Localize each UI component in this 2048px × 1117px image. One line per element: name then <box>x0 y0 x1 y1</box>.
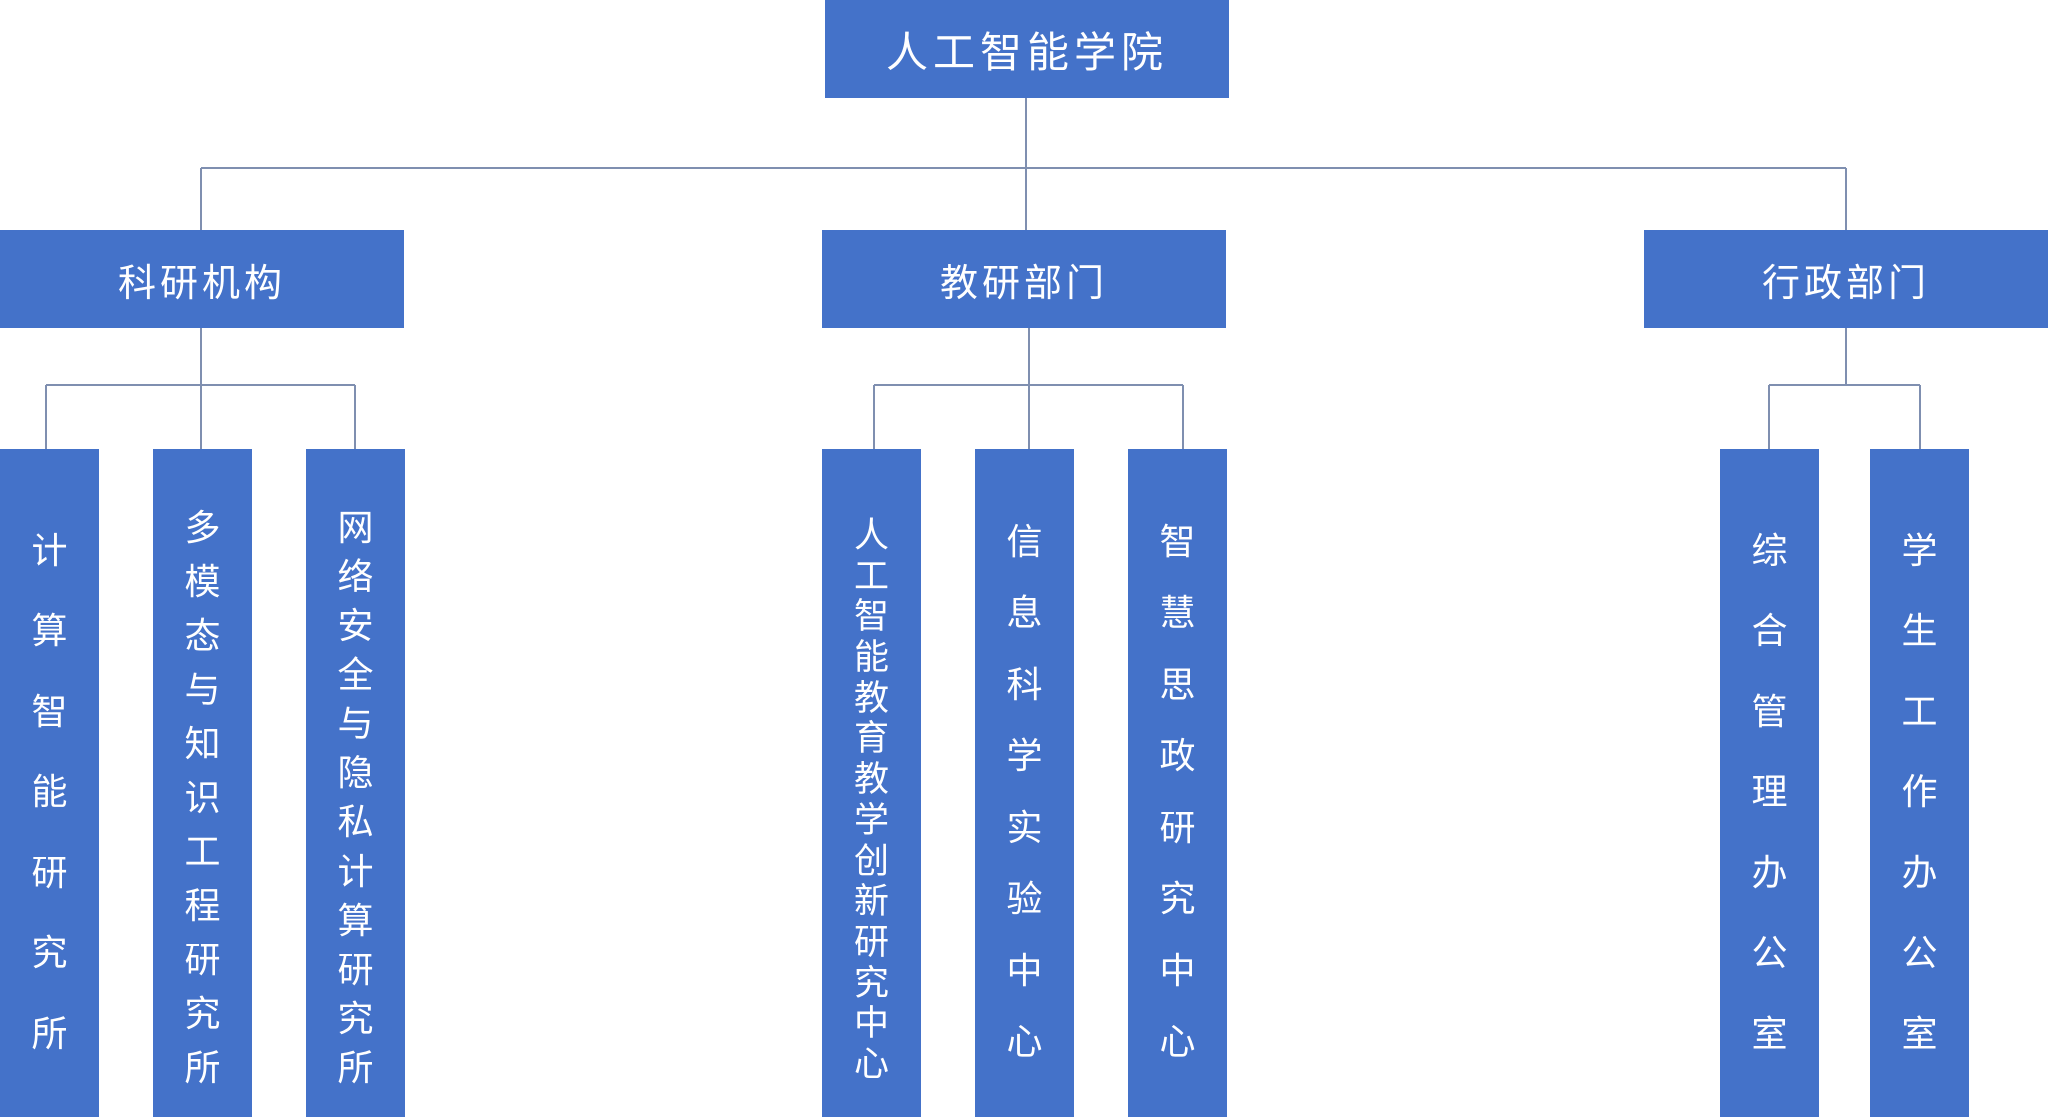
dept-node-teaching: 教研部门 <box>822 230 1226 328</box>
dept-node-research: 科研机构 <box>0 230 404 328</box>
leaf-node-computational-intelligence: 计算智能研究所 <box>0 449 99 1117</box>
leaf-node-info-science-lab: 信息科学实验中心 <box>975 449 1074 1117</box>
leaf-node-network-security: 网络安全与隐私计算研究所 <box>306 449 405 1117</box>
leaf-node-general-admin: 综合管理办公室 <box>1720 449 1819 1117</box>
dept-node-label: 教研部门 <box>939 260 1108 305</box>
dept-node-label: 科研机构 <box>117 260 286 305</box>
leaf-node-multimodal-knowledge: 多模态与知识工程研究所 <box>153 449 252 1117</box>
root-node: 人工智能学院 <box>825 0 1229 98</box>
leaf-node-student-affairs: 学生工作办公室 <box>1870 449 1969 1117</box>
root-node-label: 人工智能学院 <box>885 27 1168 77</box>
dept-node-admin: 行政部门 <box>1644 230 2048 328</box>
leaf-node-ideology-research: 智慧思政研究中心 <box>1128 449 1227 1117</box>
dept-node-label: 行政部门 <box>1761 260 1930 305</box>
leaf-node-ai-education: 人工智能教育教学创新研究中心 <box>822 449 921 1117</box>
